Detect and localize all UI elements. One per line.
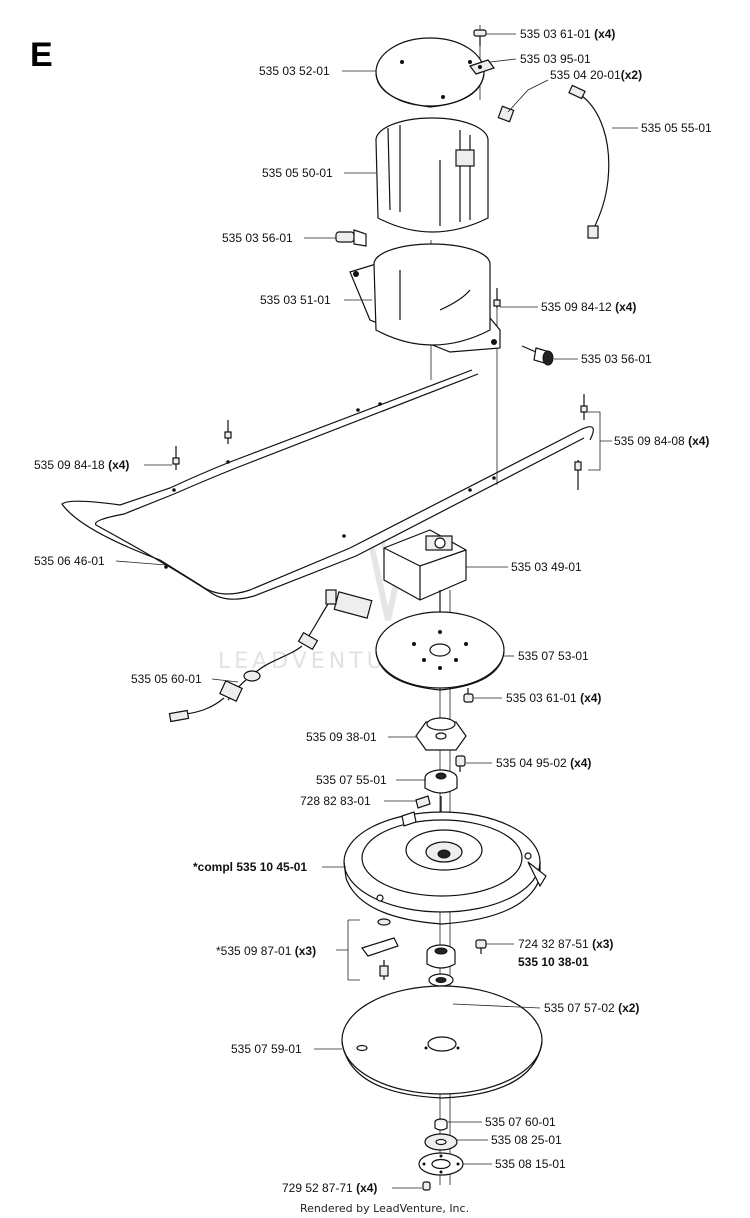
blade-hub	[415, 717, 467, 751]
leader-lines	[115, 33, 638, 1189]
part-label-12: 535 09 84-18 (x4)	[34, 458, 129, 472]
part-label-20: 535 07 55-01	[316, 773, 387, 787]
part-label-7: 535 03 56-01	[222, 231, 293, 245]
disc-cover-plate	[418, 1152, 464, 1176]
plug-upper	[335, 229, 367, 247]
part-label-23: *535 09 87-01 (x3)	[216, 944, 316, 958]
part-label-1: 535 03 61-01 (x4)	[520, 27, 615, 41]
credit-text: Rendered by LeadVenture, Inc.	[300, 1202, 469, 1215]
sensor-cable	[568, 84, 610, 239]
blade-disc	[341, 985, 543, 1099]
part-label-26: 535 07 57-02 (x2)	[544, 1001, 639, 1015]
motor-harness	[168, 589, 373, 723]
part-label-9: 535 09 84-12 (x4)	[541, 300, 636, 314]
part-label-4: 535 04 20-01(x2)	[550, 68, 642, 82]
part-label-31: 729 52 87-71 (x4)	[282, 1181, 377, 1195]
part-label-24: 724 32 87-51 (x3)	[518, 937, 613, 951]
part-label-3: 535 03 95-01	[520, 52, 591, 66]
part-label-17: 535 03 61-01 (x4)	[506, 691, 601, 705]
plate-screw	[463, 688, 474, 703]
part-label-30: 535 08 15-01	[495, 1157, 566, 1171]
disc-nut	[434, 1118, 448, 1131]
coupling	[424, 769, 458, 814]
part-label-2: 535 03 52-01	[259, 64, 330, 78]
part-label-6: 535 05 50-01	[262, 166, 333, 180]
part-labels: 535 03 61-01 (x4) 535 03 52-01 535 03 95…	[34, 27, 712, 1195]
pin-right-2	[574, 460, 582, 490]
top-screw	[473, 29, 487, 46]
part-label-8: 535 03 51-01	[260, 293, 331, 307]
pin-upper	[493, 288, 501, 308]
blade-guard-clip	[361, 918, 399, 980]
bearing-housing	[426, 944, 456, 969]
bumper-rail	[61, 369, 594, 600]
motor-mount	[349, 243, 501, 353]
mount-plate	[375, 611, 505, 691]
clip-bracket-lines	[336, 919, 360, 981]
cable-clip	[469, 59, 495, 75]
part-label-13: 535 06 46-01	[34, 554, 105, 568]
part-label-16: 535 05 60-01	[131, 672, 202, 686]
hub-screw	[455, 755, 466, 772]
part-label-5: 535 05 55-01	[641, 121, 712, 135]
top-cover	[375, 37, 485, 108]
part-label-18: 535 09 38-01	[306, 730, 377, 744]
part-label-27: 535 07 59-01	[231, 1042, 302, 1056]
part-label-19: 535 04 95-02 (x4)	[496, 756, 591, 770]
part-label-29: 535 08 25-01	[491, 1133, 562, 1147]
mower-chassis	[343, 811, 547, 925]
part-label-21: 728 82 83-01	[300, 794, 371, 808]
drive-motor	[383, 529, 467, 612]
part-label-10: 535 03 56-01	[581, 352, 652, 366]
disc-washer	[424, 1133, 458, 1151]
pin-right-1	[580, 394, 588, 420]
cylinder-housing	[375, 117, 489, 233]
part-label-14: 535 03 49-01	[511, 560, 582, 574]
part-label-11: 535 09 84-08 (x4)	[614, 434, 709, 448]
chassis-screw	[475, 939, 487, 954]
part-label-15: 535 07 53-01	[518, 649, 589, 663]
bearing-upper	[428, 973, 454, 987]
plug-lower	[521, 345, 554, 366]
part-label-22: *compl 535 10 45-01	[193, 860, 307, 874]
part-label-25: 535 10 38-01	[518, 955, 589, 969]
section-letter: E	[30, 36, 53, 74]
set-screw	[415, 795, 431, 809]
cover-screw	[422, 1181, 431, 1191]
pin-left-1	[172, 446, 180, 470]
part-label-28: 535 07 60-01	[485, 1115, 556, 1129]
pin-left-2	[224, 420, 232, 444]
